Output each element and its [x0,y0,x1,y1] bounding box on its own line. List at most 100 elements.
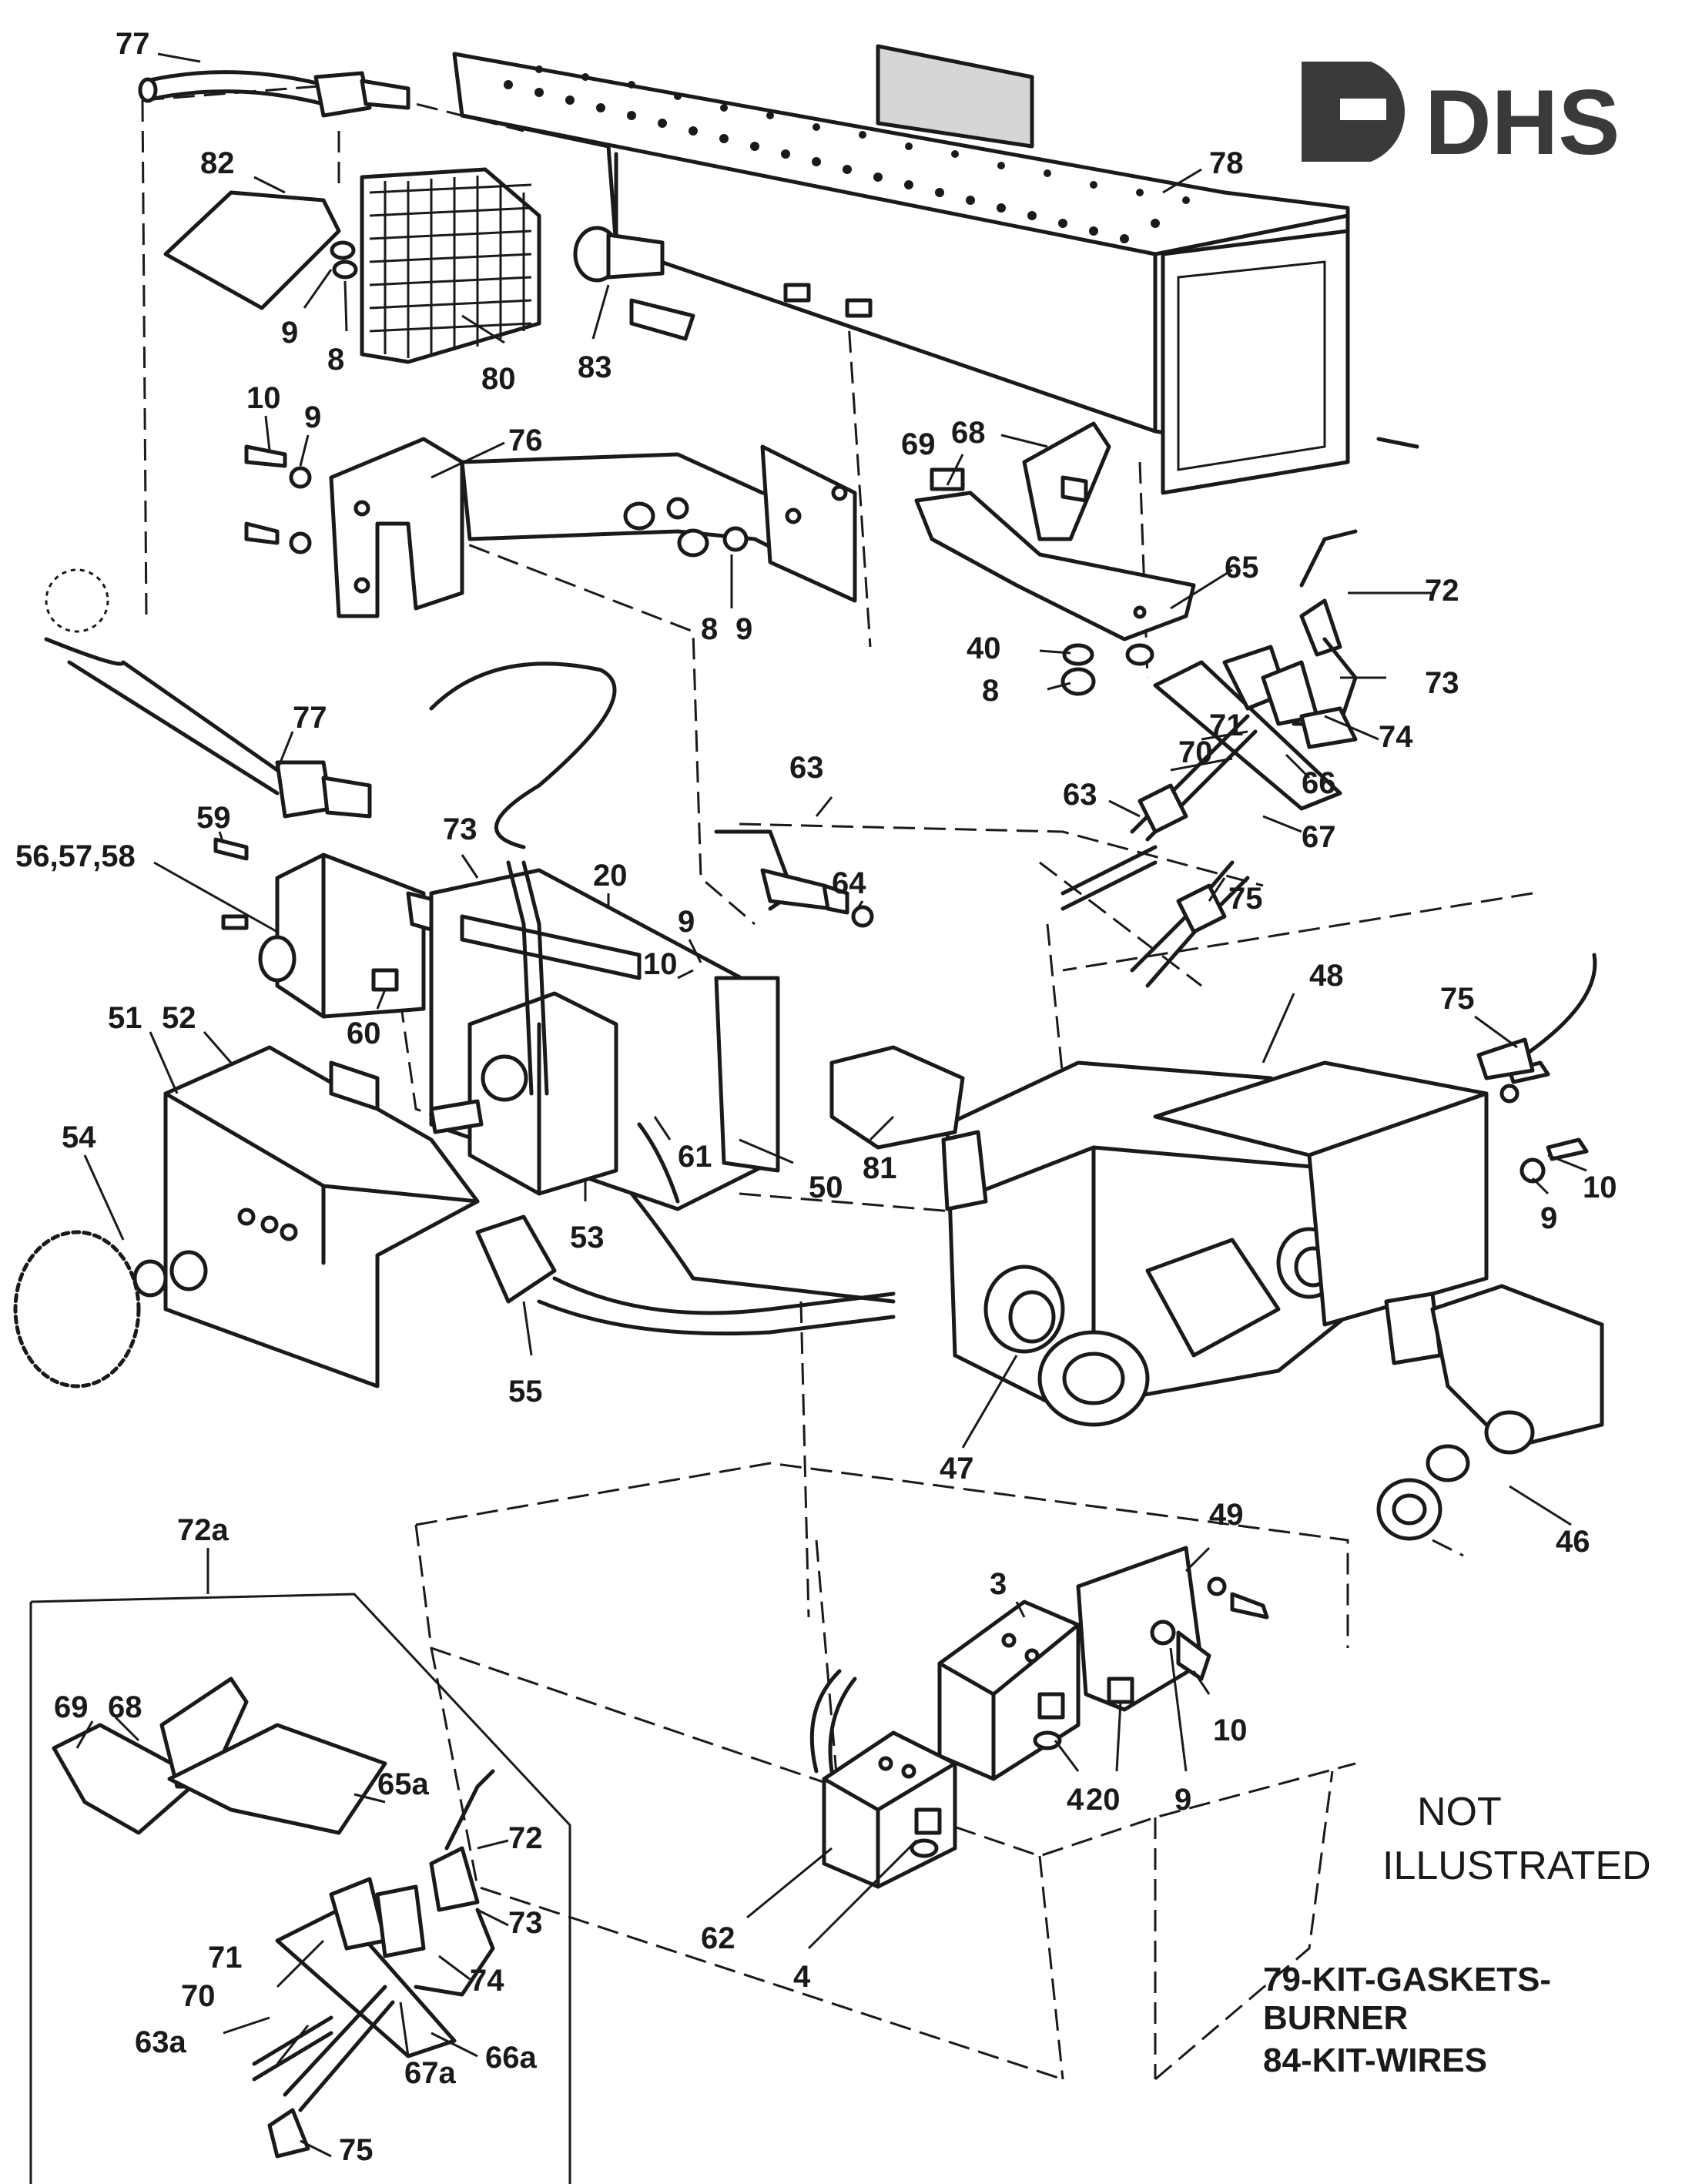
thermocouple-63 [429,662,874,928]
not-illustrated-note: NOT ILLUSTRATED [1382,1790,1651,1888]
switch-56-57-58 [213,837,441,1019]
part-label-74: 74 [1379,720,1413,754]
inset-label-68: 68 [108,1690,142,1724]
inset-label-74: 74 [470,1964,504,1998]
bracket-49 [1076,1546,1269,1712]
part-label-83: 83 [578,350,612,384]
part-labels: 77 82 78 9 8 80 83 10 9 76 69 68 65 72 8… [15,27,1617,2167]
part-label-48: 48 [1309,959,1344,993]
part-label-8: 8 [701,612,718,646]
base-pan-outline [414,1462,1356,2081]
washers-8-9-top [330,240,358,280]
part-label-40: 40 [967,631,1001,665]
inset-title-72a: 72a [177,1513,229,1547]
transformer-51 [163,1045,480,1388]
kit-line-2: BURNER [1263,1999,1408,2037]
part-label-66: 66 [1302,766,1336,800]
burner-78 [452,44,1419,495]
pilot-bracket-65 [914,421,1196,696]
inset-72a [29,1548,571,2184]
part-label-63: 63 [1063,778,1097,812]
part-label-54: 54 [62,1120,96,1154]
gas-tube-77-left [44,568,372,819]
inset-label-65a: 65a [377,1767,429,1801]
part-label-67: 67 [1302,820,1336,854]
part-label-20: 20 [593,859,628,893]
wire-55 [475,1214,896,1336]
leader-lines [75,52,1587,2158]
part-label-81: 81 [863,1151,897,1185]
part-label-76: 76 [508,424,543,457]
switch-box-53 [429,991,618,1196]
part-label-55: 55 [508,1375,543,1409]
part-label-4: 4 [1067,1783,1084,1817]
note-line-1: NOT [1417,1790,1502,1834]
screws-4-20 [910,1677,1134,1858]
fitting-81 [829,1045,965,1150]
part-label-75: 75 [1228,882,1263,916]
part-label-9: 9 [281,316,298,350]
part-label-3: 3 [990,1567,1007,1601]
part-label-51: 51 [108,1001,142,1035]
part-label-73: 73 [1425,666,1459,700]
inset-label-73: 73 [508,1906,543,1940]
note-line-2: ILLUSTRATED [1382,1844,1651,1888]
inset-label-63a: 63a [135,2025,186,2059]
part-label-77: 77 [116,27,150,61]
flame-screen-80 [360,167,541,364]
inset-label-71: 71 [208,1941,243,1975]
part-label-10: 10 [246,381,281,415]
screws-10-9-left [244,444,312,554]
part-label-46: 46 [1556,1525,1590,1559]
part-label-80: 80 [481,362,516,396]
part-label-69: 69 [901,427,936,461]
part-label-61: 61 [678,1140,712,1174]
part-label-56-57-58: 56,57,58 [15,839,136,873]
shield-82 [163,190,341,310]
part-label-10: 10 [643,947,678,981]
part-label-9: 9 [1174,1783,1191,1817]
part-label-70: 70 [1178,735,1213,769]
part-label-8: 8 [327,343,344,377]
part-label-71: 71 [1209,708,1244,742]
part-label-72: 72 [1425,574,1459,608]
part-label-65: 65 [1225,551,1259,585]
kit-line-1: 79-KIT-GASKETS- [1263,1961,1551,1998]
mount-bracket-48 [1153,1060,1489,1327]
inset-label-67a: 67a [404,2056,456,2090]
part-label-77: 77 [293,701,327,735]
kit-list: 79-KIT-GASKETS- BURNER 84-KIT-WIRES [1263,1961,1551,2079]
dhs-logo: DHS [1302,54,1620,174]
part-label-10: 10 [1213,1713,1248,1747]
part-label-52: 52 [162,1001,196,1035]
logo-text: DHS [1425,71,1620,174]
part-label-75: 75 [1440,982,1475,1016]
part-label-68: 68 [951,416,986,450]
part-label-9: 9 [304,400,321,434]
inset-label-69: 69 [54,1690,89,1724]
part-label-59: 59 [196,801,231,835]
kit-line-3: 84-KIT-WIRES [1263,2042,1487,2079]
inset-label-70: 70 [181,1979,216,2013]
part-label-9: 9 [678,905,695,939]
part-label-9: 9 [1540,1201,1557,1235]
part-label-4: 4 [793,1960,811,1994]
gas-tube-77-top [138,70,410,118]
part-label-63: 63 [789,751,824,785]
orifice-83 [573,226,695,341]
part-label-62: 62 [701,1921,735,1955]
part-label-50: 50 [809,1171,843,1204]
logo-mark-icon [1302,62,1406,162]
inset-label-72: 72 [508,1821,543,1855]
part-label-53: 53 [570,1221,605,1254]
screws-10-9-right [1476,953,1597,1184]
part-label-49: 49 [1209,1498,1244,1532]
bracket-3 [937,1599,1081,1781]
part-label-64: 64 [832,866,866,900]
part-label-47: 47 [940,1452,974,1486]
part-label-10: 10 [1583,1171,1617,1204]
pilot-assembly-66 [1060,529,1358,988]
part-label-9: 9 [735,612,752,646]
part-label-82: 82 [200,146,235,180]
